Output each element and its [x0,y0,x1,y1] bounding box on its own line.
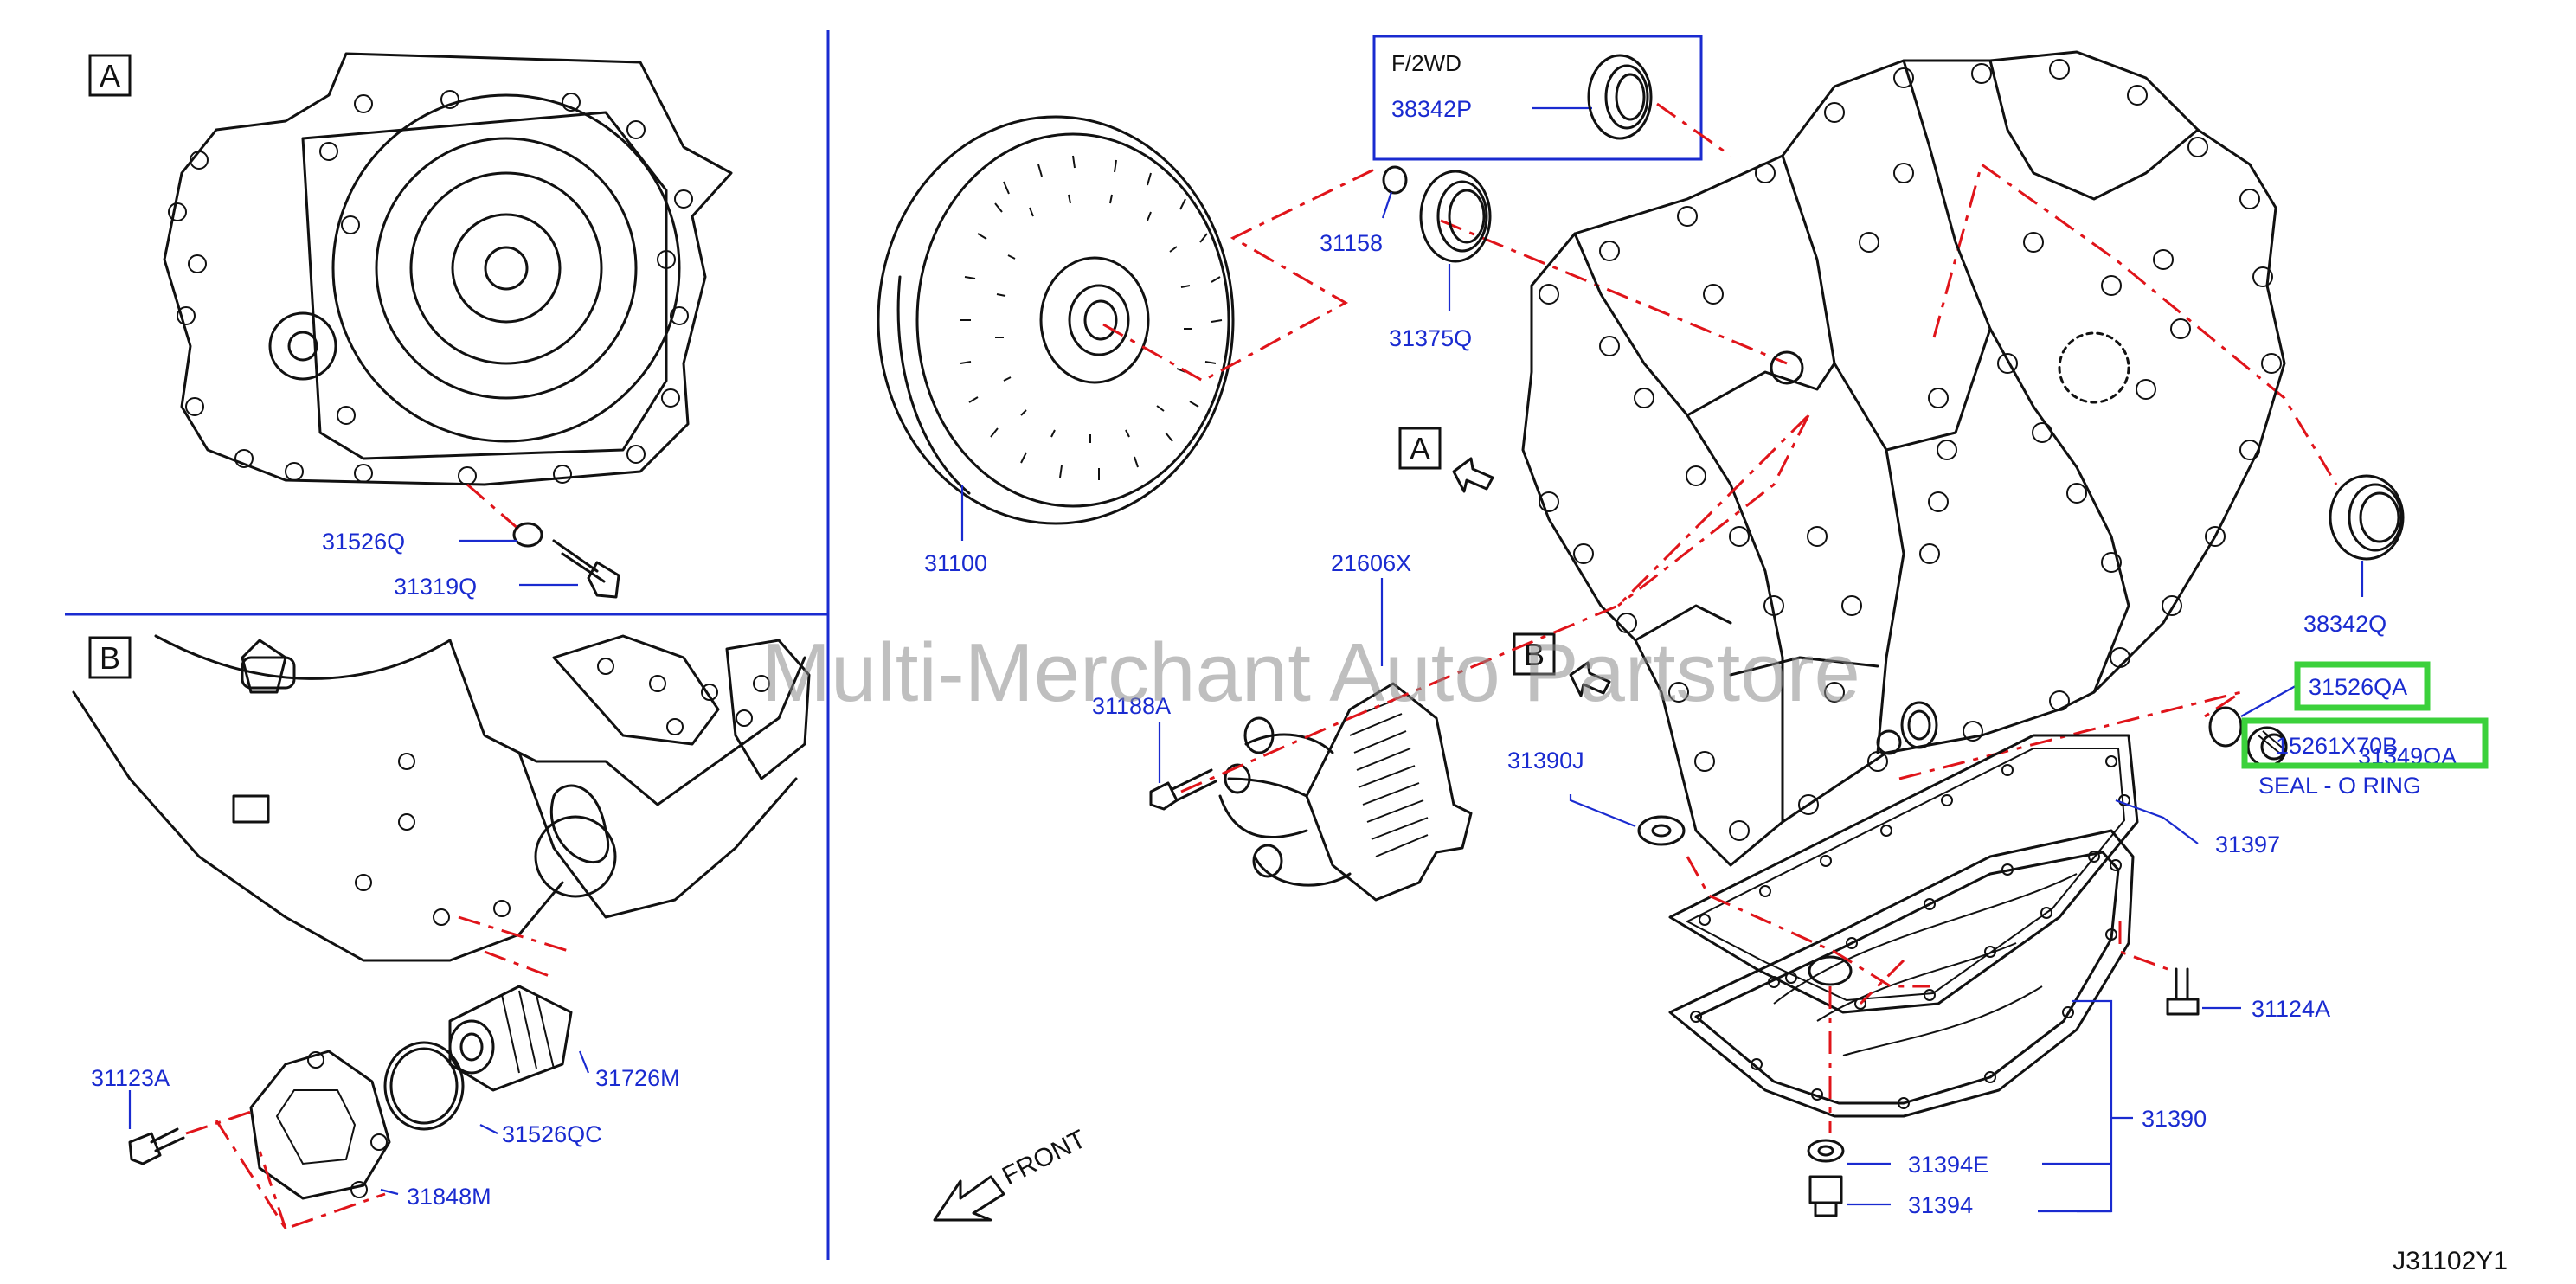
label-31394[interactable]: 31394 [1908,1192,1973,1218]
highlight-description[interactable]: SEAL - O RING [2258,773,2421,799]
label-38342p[interactable]: 38342P [1391,96,1472,122]
label-31375q[interactable]: 31375Q [1389,325,1472,351]
label-31123a[interactable]: 31123A [91,1065,170,1091]
bolt-31319q [552,539,620,599]
diagram-id: J31102Y1 [2393,1247,2508,1275]
watermark: Multi-Merchant Auto Partstore [761,626,1860,719]
oil-cooler-21606x [1218,682,1473,902]
callout-a-letter: A [1410,431,1430,466]
label-31397[interactable]: 31397 [2215,831,2280,857]
transmission-underside-view [72,634,811,962]
label-31124a[interactable]: 31124A [2252,996,2330,1022]
front-arrow [933,1175,1005,1222]
panel-a-box [88,54,132,97]
label-31390[interactable]: 31390 [2142,1106,2207,1132]
label-31100[interactable]: 31100 [924,550,987,576]
washer-31526q [512,522,543,548]
bolt-31123a [128,1127,185,1165]
cover-31848m [249,1050,391,1200]
label-21606x[interactable]: 21606X [1331,550,1411,576]
bolt-31188a [1149,768,1217,811]
inset-f2wd: F/2WD 38342P [1372,35,1731,161]
oring-31158 [1382,165,1408,195]
label-31526qc[interactable]: 31526QC [502,1121,602,1147]
seal-31375q [1419,170,1492,263]
front-direction: FRONT [933,1125,1090,1222]
seal-38342p [1587,54,1653,140]
label-31158[interactable]: 31158 [1320,230,1383,256]
inset-box [1372,35,1703,161]
label-31188a[interactable]: 31188A [1092,693,1171,719]
panel-a-letter: A [100,58,120,93]
front-label: FRONT [998,1125,1090,1191]
panel-b-box [88,636,132,679]
highlight-part-number[interactable]: 15261X70B [2276,733,2398,759]
filter-31726m [448,985,573,1092]
label-31390j[interactable]: 31390J [1507,748,1584,774]
label-31526q[interactable]: 31526Q [322,529,405,555]
panel-b: B [72,634,811,1230]
oring-31526qc [383,1041,465,1131]
label-31726m[interactable]: 31726M [595,1065,680,1091]
transmission-housing-front-view [163,52,733,486]
label-31319q[interactable]: 31319Q [394,574,477,600]
highlight-box-part-number [2241,717,2489,769]
label-31394e[interactable]: 31394E [1908,1152,1988,1178]
torque-converter-31100 [877,115,1235,525]
gasket-31397 [1668,734,2139,1014]
panel-a: A [88,52,733,600]
transmission-case [1521,50,2286,867]
panel-b-letter: B [100,640,120,676]
callout-a-box [1398,427,1442,470]
inset-title: F/2WD [1391,50,1461,76]
bolt-31124a [2166,967,2200,1016]
callout-a-arrow [1452,457,1494,493]
washer-31394e [1807,1139,1845,1163]
oring-31526qa [2208,706,2243,748]
oil-pan-31390 [1668,829,2135,1118]
callout-b-box [1513,632,1556,676]
seal-38342q [2329,474,2405,561]
callout-b-arrow [1569,661,1611,697]
washer-31390j [1637,815,1686,846]
label-31526qa[interactable]: 31526QA [2309,674,2407,700]
label-31848m[interactable]: 31848M [407,1184,491,1210]
highlight-box-31526qa [2294,661,2431,711]
drain-plug-31394 [1808,1175,1843,1217]
label-38342q[interactable]: 38342Q [2303,611,2386,637]
